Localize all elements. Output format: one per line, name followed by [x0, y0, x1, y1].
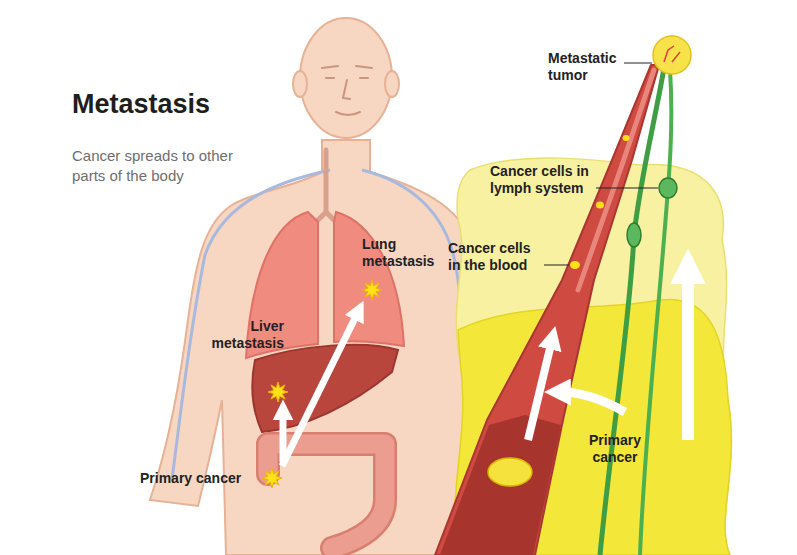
cancer-cell	[596, 202, 604, 209]
cancer-cell	[623, 135, 630, 141]
lymph-node	[659, 178, 677, 198]
diagram-title: Metastasis	[72, 90, 210, 120]
lung	[334, 212, 404, 346]
body-torso	[150, 140, 472, 555]
cancer-cell	[570, 261, 580, 269]
site-label: Primary cancer	[575, 432, 655, 466]
tumor-burst	[262, 468, 282, 488]
spread-arrow	[682, 270, 694, 440]
callout-label: Metastatic tumor	[548, 50, 624, 84]
leader-line	[624, 63, 652, 64]
leader-line	[544, 265, 569, 266]
tumor-vessels	[664, 46, 680, 62]
spread-arrow	[528, 340, 552, 440]
blood-vessel-wall	[440, 415, 561, 555]
liver	[252, 345, 398, 432]
ear	[385, 71, 399, 97]
lymph-node	[627, 223, 641, 247]
leader-line	[596, 188, 658, 189]
head	[300, 18, 392, 138]
lymph-vessel	[600, 68, 664, 555]
callout-label: Cancer cells in the blood	[448, 240, 544, 274]
subtitle: Cancer spreads to other parts of the bod…	[72, 146, 262, 187]
face-features	[322, 66, 372, 115]
primary-tumor	[488, 458, 532, 486]
organ-label: Lung metastasis	[362, 236, 442, 270]
tumor-burst	[362, 280, 382, 300]
lymph-vessel	[640, 70, 671, 555]
site-label: Primary cancer	[140, 470, 252, 487]
callout-label: Cancer cells in lymph system	[490, 163, 608, 197]
spread-arrow	[560, 392, 625, 412]
organ-label: Liver metastasis	[204, 318, 284, 352]
tumor-burst	[268, 382, 288, 402]
ear	[293, 71, 307, 97]
metastatic-tumor	[653, 36, 691, 74]
spread-arrow	[282, 312, 358, 466]
